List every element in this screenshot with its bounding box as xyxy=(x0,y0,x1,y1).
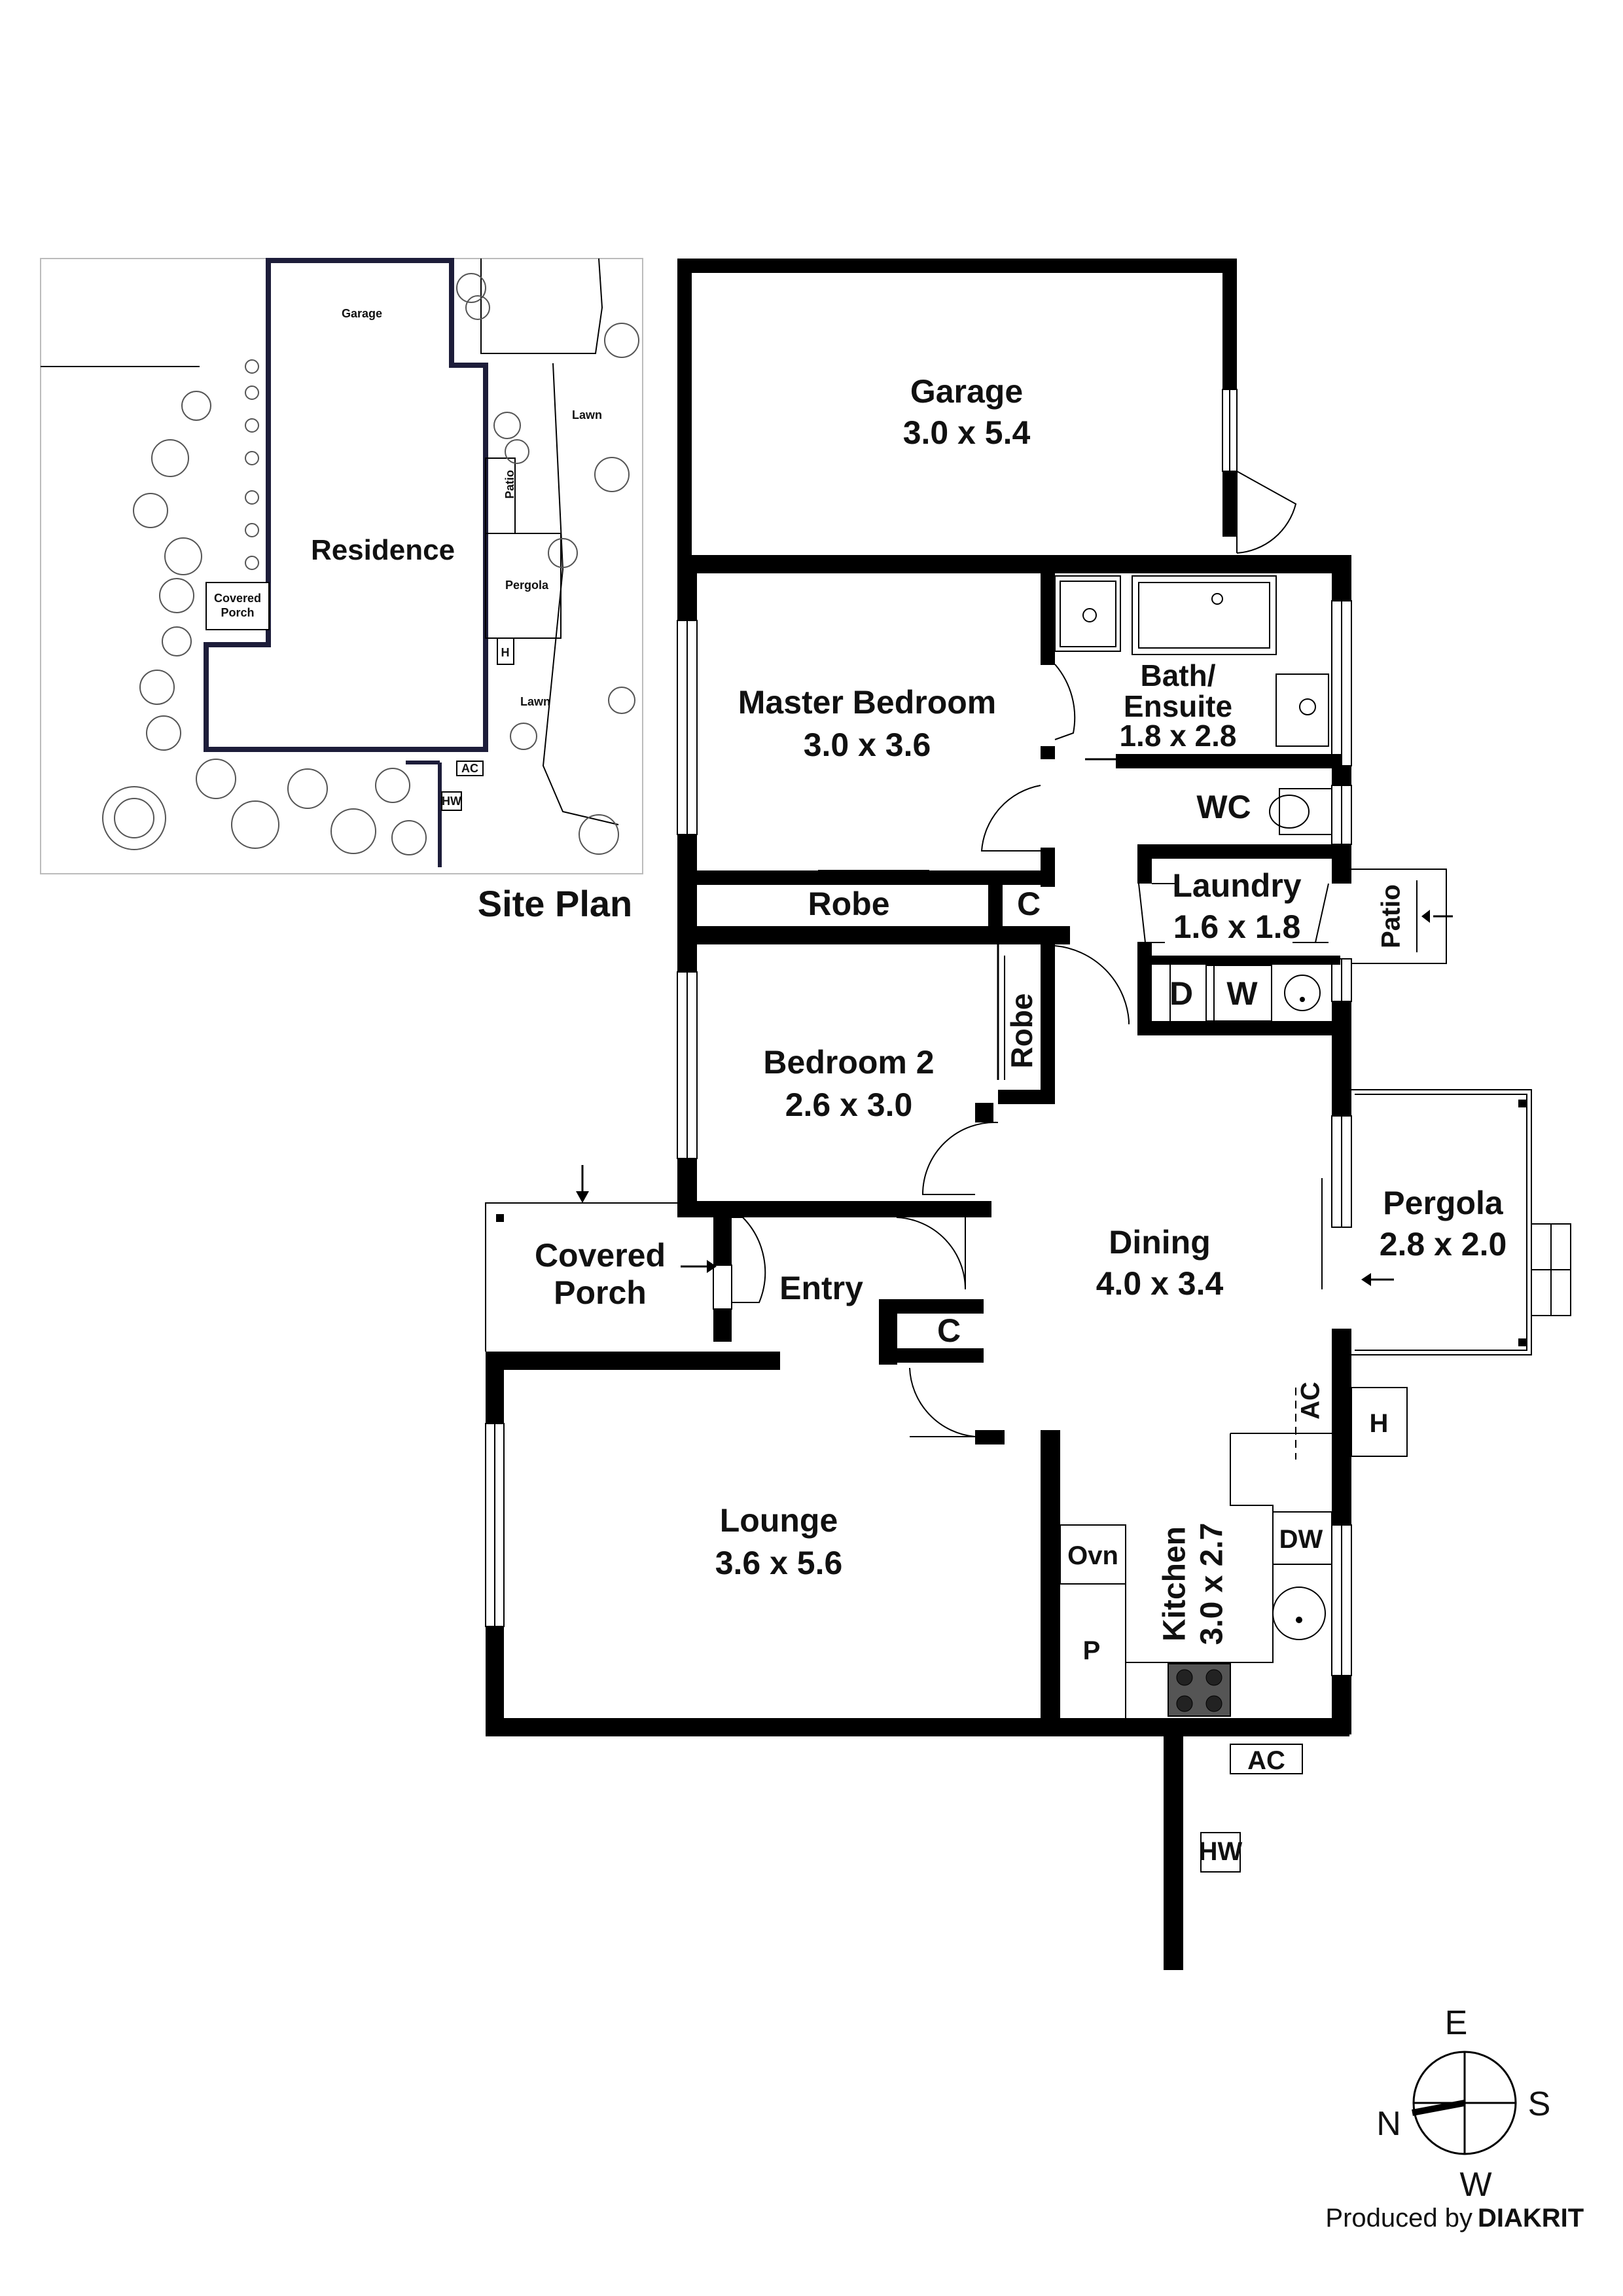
exterior-fixtures xyxy=(1200,1387,1408,1873)
compass-s: S xyxy=(1528,2085,1551,2123)
main-plan xyxy=(485,259,1571,1970)
covered-porch-label-2: Porch xyxy=(554,1274,647,1311)
interior-walls xyxy=(677,573,1342,1728)
site-label-patio: Patio xyxy=(503,470,516,499)
site-label-covered-porch-1: Covered xyxy=(214,592,261,605)
covered-porch-area xyxy=(485,1165,717,1352)
credit-brand: DIAKRIT xyxy=(1478,2204,1584,2233)
compass-w: W xyxy=(1459,2166,1491,2204)
h-label: H xyxy=(1370,1409,1389,1438)
patio-area xyxy=(1351,869,1453,964)
bath-fixtures xyxy=(1054,575,1332,1022)
pantry-label: P xyxy=(1083,1636,1101,1665)
windows xyxy=(485,389,1352,1676)
compass-n: N xyxy=(1376,2105,1401,2143)
site-label-residence: Residence xyxy=(311,534,455,566)
entry-label: Entry xyxy=(779,1270,863,1306)
kitchen-size: 3.0 x 2.7 xyxy=(1195,1523,1230,1645)
credit-produced-by: Produced by xyxy=(1325,2204,1472,2233)
door-swings xyxy=(700,471,1329,1437)
ac-ext-label: AC xyxy=(1247,1746,1285,1775)
ovn-label: Ovn xyxy=(1067,1541,1118,1570)
dw-label: DW xyxy=(1279,1525,1323,1554)
patio-label: Patio xyxy=(1377,884,1406,948)
dryer-label: D xyxy=(1169,975,1193,1012)
site-patio xyxy=(485,457,516,534)
bath-label-1: Bath/ xyxy=(1141,658,1216,692)
bedroom2-size: 2.6 x 3.0 xyxy=(785,1086,913,1123)
site-label-lawn-top: Lawn xyxy=(572,408,602,422)
site-label-h: H xyxy=(501,646,510,659)
lounge-size: 3.6 x 5.6 xyxy=(715,1545,843,1581)
robe-master-label: Robe xyxy=(808,886,890,922)
c-master-label: C xyxy=(1017,886,1041,922)
covered-porch-label-1: Covered xyxy=(535,1237,666,1274)
site-plan-title: Site Plan xyxy=(478,883,633,924)
compass-e: E xyxy=(1445,2004,1468,2042)
kitchen-label: Kitchen xyxy=(1158,1526,1192,1641)
garage-label: Garage xyxy=(910,373,1023,410)
site-label-pergola: Pergola xyxy=(505,579,549,592)
residence-outline xyxy=(204,258,488,752)
site-plan: Garage Residence Lawn Patio Pergola Lawn… xyxy=(40,258,643,874)
bath-label-2: Ensuite xyxy=(1124,689,1232,723)
site-pergola xyxy=(485,533,562,639)
site-label-covered-porch-2: Porch xyxy=(221,606,254,619)
master-bedroom-label: Master Bedroom xyxy=(738,684,997,721)
bath-size: 1.8 x 2.8 xyxy=(1119,719,1236,753)
site-covered-porch xyxy=(205,582,270,630)
c-entry-label: C xyxy=(937,1312,961,1349)
cooktop xyxy=(1168,1663,1231,1717)
site-label-lawn-bottom: Lawn xyxy=(520,695,550,708)
hw-label: HW xyxy=(1199,1837,1243,1866)
site-label-garage: Garage xyxy=(342,307,382,320)
laundry-size: 1.6 x 1.8 xyxy=(1173,908,1301,945)
bedroom2-label: Bedroom 2 xyxy=(763,1044,934,1081)
garage-size: 3.0 x 5.4 xyxy=(903,414,1031,451)
compass: E S N W xyxy=(1376,2004,1550,2204)
kitchen-fixtures xyxy=(1060,1388,1332,1718)
site-plants xyxy=(102,273,639,855)
site-label-hw: HW xyxy=(442,795,461,808)
washer-label: W xyxy=(1226,975,1258,1012)
master-bedroom-size: 3.0 x 3.6 xyxy=(804,726,931,763)
pergola-area xyxy=(1321,1089,1571,1355)
pergola-label: Pergola xyxy=(1383,1185,1504,1221)
lounge-label: Lounge xyxy=(720,1502,838,1539)
ac-wall-label: AC xyxy=(1296,1382,1325,1420)
exterior-walls xyxy=(486,259,1351,1970)
robe-bed2-label: Robe xyxy=(1005,994,1039,1069)
dining-size: 4.0 x 3.4 xyxy=(1096,1265,1224,1302)
dining-label: Dining xyxy=(1109,1224,1211,1261)
pergola-size: 2.8 x 2.0 xyxy=(1380,1226,1507,1263)
compass-needle-icon xyxy=(1412,2100,1465,2116)
wc-label: WC xyxy=(1196,789,1251,825)
laundry-label: Laundry xyxy=(1172,867,1301,904)
site-label-ac: AC xyxy=(461,762,478,775)
